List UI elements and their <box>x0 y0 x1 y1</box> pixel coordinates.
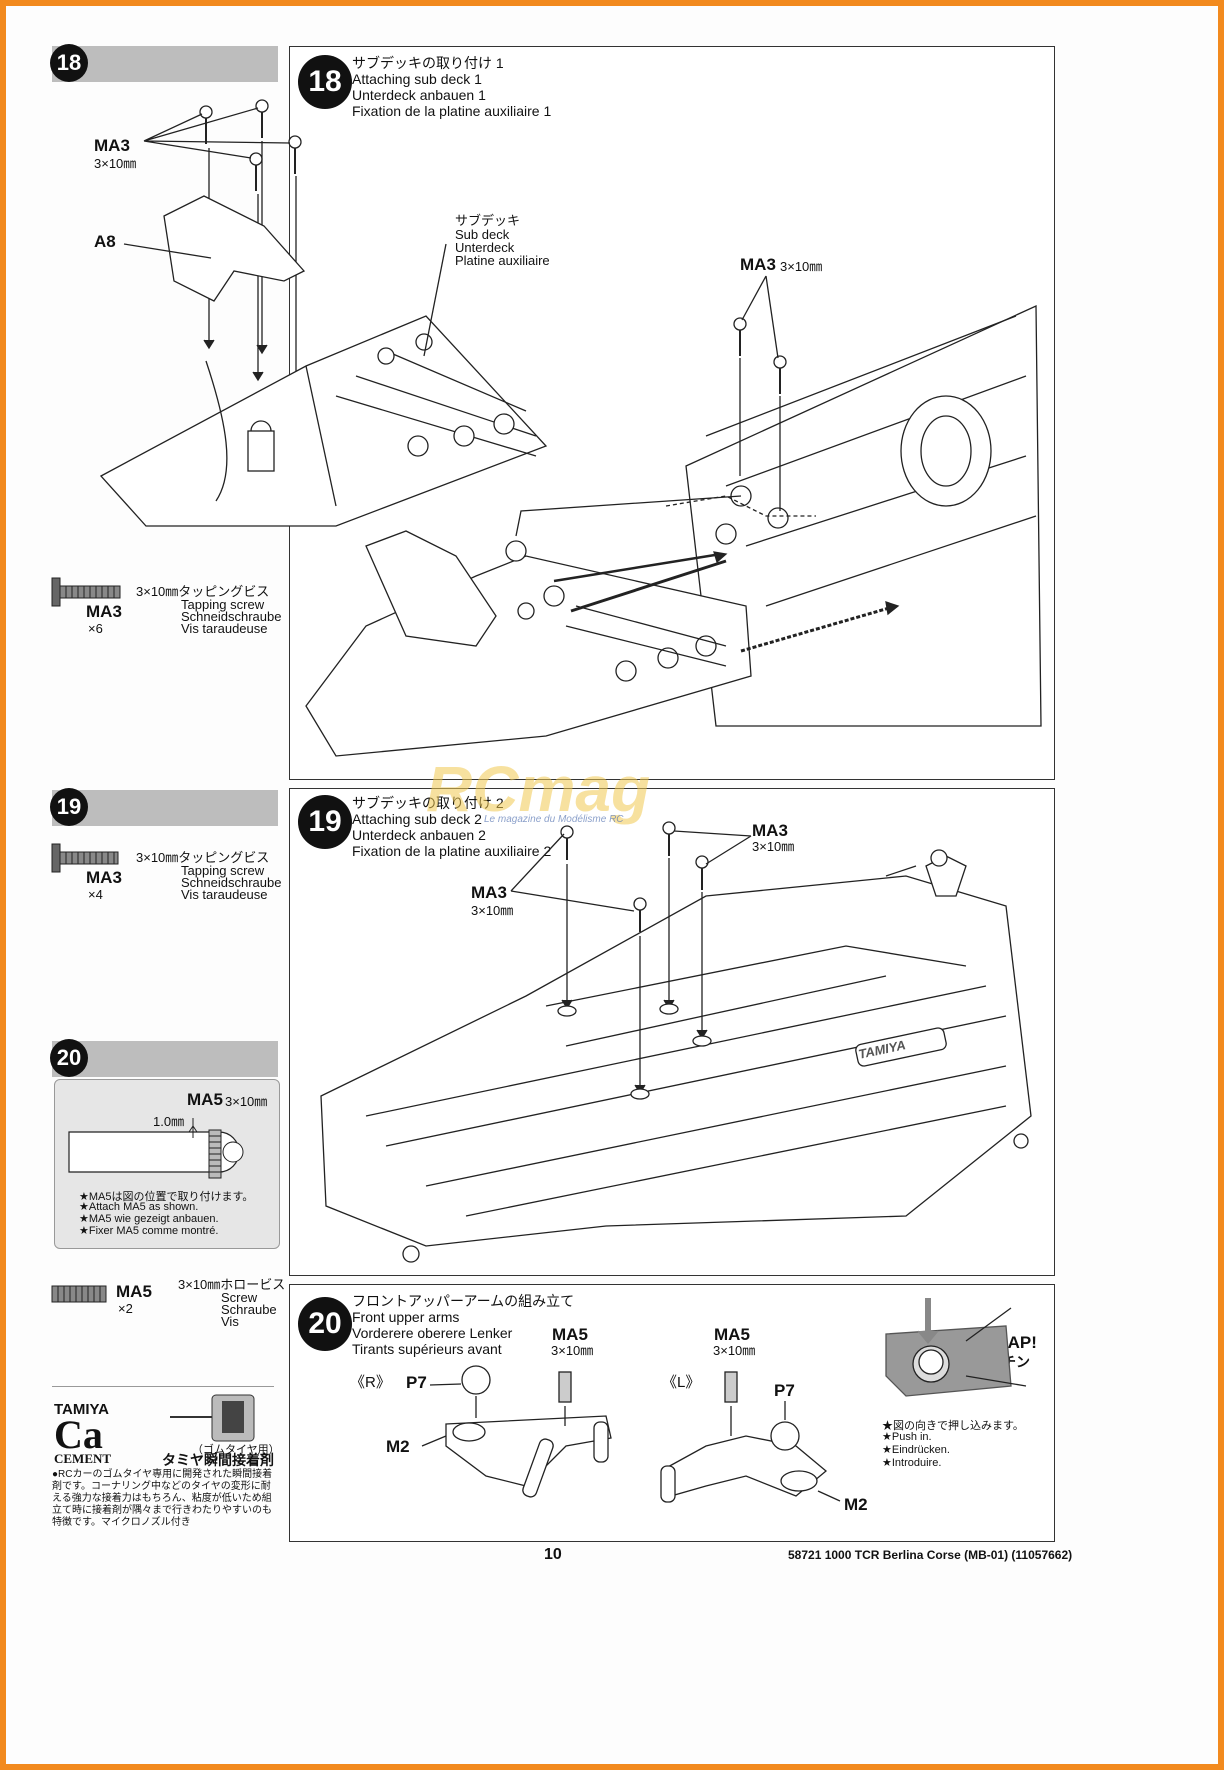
step-18-title-de: Unterdeck anbauen 1 <box>352 87 486 103</box>
cement-tire: （ゴムタイヤ用） <box>192 1444 280 1456</box>
subdeck-label-en: Sub deck <box>455 227 510 242</box>
sidebar-s20-desc-ja: 3×10㎜ホロービス <box>178 1277 286 1292</box>
ma5-note-fr: ★Fixer MA5 comme montré. <box>79 1225 219 1237</box>
step-18-ma3-right-size: 3×10㎜ <box>780 259 823 274</box>
step-19-ma3-left-size: 3×10㎜ <box>471 903 514 918</box>
l-side-label: 《L》 <box>662 1374 701 1391</box>
r-side-label: 《R》 <box>350 1374 391 1391</box>
p7-label-right: P7 <box>406 1373 427 1392</box>
subdeck-label-ja: サブデッキ <box>455 213 521 228</box>
step-19-sidebar-bar <box>52 790 278 826</box>
sidebar-s19-desc-ja: 3×10㎜タッピングビス <box>136 850 270 865</box>
cement-logo-cement: CEMENT <box>54 1451 112 1466</box>
sidebar-s20-desc-de: Schraube <box>221 1302 277 1317</box>
step-20-title-de: Vorderere oberere Lenker <box>352 1325 513 1341</box>
push-note-fr: ★Introduire. <box>882 1457 942 1469</box>
cement-desc: ●RCカーのゴムタイヤ専用に開発された瞬間接着剤です。コーナリング中などのタイヤ… <box>52 1469 273 1528</box>
sidebar-s18-desc-de: Schneidschraube <box>181 609 282 624</box>
snap-label: SNAP! <box>984 1333 1037 1352</box>
sidebar-s20-desc-fr: Vis <box>221 1314 239 1329</box>
step-18-a8-label: A8 <box>94 232 116 251</box>
rcmag-tagline: Le magazine du Modélisme RC <box>484 814 624 825</box>
cement-logo-tamiya: TAMIYA <box>54 1401 110 1418</box>
step-18-title-fr: Fixation de la platine auxiliaire 1 <box>352 103 552 119</box>
step-20-title-en: Front upper arms <box>352 1309 460 1325</box>
step-18-title-en: Attaching sub deck 1 <box>352 71 482 87</box>
product-code: 58721 1000 TCR Berlina Corse (MB-01) (11… <box>788 1548 1073 1562</box>
step-20-title-ja: フロントアッパーアームの組み立て <box>352 1293 575 1309</box>
push-note-en: ★Push in. <box>882 1431 932 1443</box>
step-18-sidebar-bar <box>52 46 278 82</box>
step-18-title-ja: サブデッキの取り付け 1 <box>352 55 504 71</box>
p7-label-left: P7 <box>774 1381 795 1400</box>
step-19-title-ja: サブデッキの取り付け 2 <box>352 795 504 811</box>
step-20-number: 20 <box>298 1297 352 1351</box>
step-20-sidebar-number: 20 <box>50 1039 88 1077</box>
page-number: 10 <box>544 1546 562 1563</box>
cement-bottle-icon <box>170 1394 255 1442</box>
sidebar-s18-desc-ja: 3×10㎜タッピングビス <box>136 584 270 599</box>
step-20-panel: 20 フロントアッパーアームの組み立て Front upper arms Vor… <box>289 1284 1055 1542</box>
ma5-box-label: MA5 <box>187 1090 223 1109</box>
sidebar-s19-part: MA3 <box>86 868 122 887</box>
sidebar-s19-desc-fr: Vis taraudeuse <box>181 887 268 902</box>
sidebar-s18-part: MA3 <box>86 602 122 621</box>
cement-ad: TAMIYA Ca CEMENT （ゴムタイヤ用） タミヤ瞬間接着剤 ●RCカー… <box>52 1386 280 1537</box>
ma5-position-box: MA5 3×10㎜ 1.0㎜ ★MA5は図の位置で取り付けます。 ★Attach… <box>54 1079 280 1249</box>
sidebar-s20-part: MA5 <box>116 1282 152 1301</box>
ma5-position-diagram <box>68 1118 244 1179</box>
ma5-gap: 1.0㎜ <box>153 1114 185 1129</box>
ma5-note-en: ★Attach MA5 as shown. <box>79 1201 199 1213</box>
subdeck-label-fr: Platine auxiliaire <box>455 253 550 268</box>
rcmag-watermark: RCmag <box>426 753 651 825</box>
step-18-sidebar-number: 18 <box>50 44 88 82</box>
sidebar-s18-desc-fr: Vis taraudeuse <box>181 621 268 636</box>
ma5-box-size: 3×10㎜ <box>225 1094 268 1109</box>
step-18-panel: 18 サブデッキの取り付け 1 Attaching sub deck 1 Unt… <box>289 46 1055 780</box>
step-19-title-fr: Fixation de la platine auxiliaire 2 <box>352 843 552 859</box>
push-note-ja: ★図の向きで押し込みます。 <box>882 1420 1024 1432</box>
step-19-sidebar-number: 19 <box>50 788 88 826</box>
ma5-size-right: 3×10㎜ <box>551 1343 594 1358</box>
sidebar-s19-qty: ×4 <box>88 887 103 902</box>
step-19-ma3-right-size: 3×10㎜ <box>752 839 795 854</box>
step-18-ma3-size: 3×10㎜ <box>94 156 137 171</box>
subdeck-label-de: Unterdeck <box>455 240 515 255</box>
cement-logo-ca: Ca <box>54 1412 103 1457</box>
step-19-panel: 19 サブデッキの取り付け 2 Attaching sub deck 2 Unt… <box>289 788 1055 1276</box>
sidebar-s20-desc-en: Screw <box>221 1290 258 1305</box>
step-18-number: 18 <box>298 55 352 109</box>
step-18-ma3-right-label: MA3 <box>740 255 776 274</box>
sidebar-s19-desc-de: Schneidschraube <box>181 875 282 890</box>
step-19-number: 19 <box>298 795 352 849</box>
ma5-note-ja: ★MA5は図の位置で取り付けます。 <box>79 1191 254 1203</box>
ma5-size-left: 3×10㎜ <box>713 1343 756 1358</box>
step-20-title-fr: Tirants supérieurs avant <box>352 1341 502 1357</box>
m2-label-right: M2 <box>386 1437 410 1456</box>
push-note-de: ★Eindrücken. <box>882 1444 950 1456</box>
sidebar-s18-desc-en: Tapping screw <box>181 597 265 612</box>
ma5-note-de: ★MA5 wie gezeigt anbauen. <box>79 1213 219 1225</box>
step-19-title-de: Unterdeck anbauen 2 <box>352 827 486 843</box>
step-19-ma3-right-label: MA3 <box>752 821 788 840</box>
ma5-label-right: MA5 <box>552 1325 588 1344</box>
step-19-title-en: Attaching sub deck 2 <box>352 811 482 827</box>
step-18-ma3-label: MA3 <box>94 136 130 155</box>
sidebar-s18-qty: ×6 <box>88 621 103 636</box>
sidebar-s19-desc-en: Tapping screw <box>181 863 265 878</box>
step-20-sidebar-bar <box>52 1041 278 1077</box>
snap-label-ja: パチン <box>988 1354 1030 1370</box>
m2-label-left: M2 <box>844 1495 868 1514</box>
ma5-label-left: MA5 <box>714 1325 750 1344</box>
step-19-ma3-left-label: MA3 <box>471 883 507 902</box>
sidebar-s20-qty: ×2 <box>118 1301 133 1316</box>
ma5-screw-icon <box>51 1285 107 1303</box>
cement-name: タミヤ瞬間接着剤 <box>162 1452 274 1468</box>
